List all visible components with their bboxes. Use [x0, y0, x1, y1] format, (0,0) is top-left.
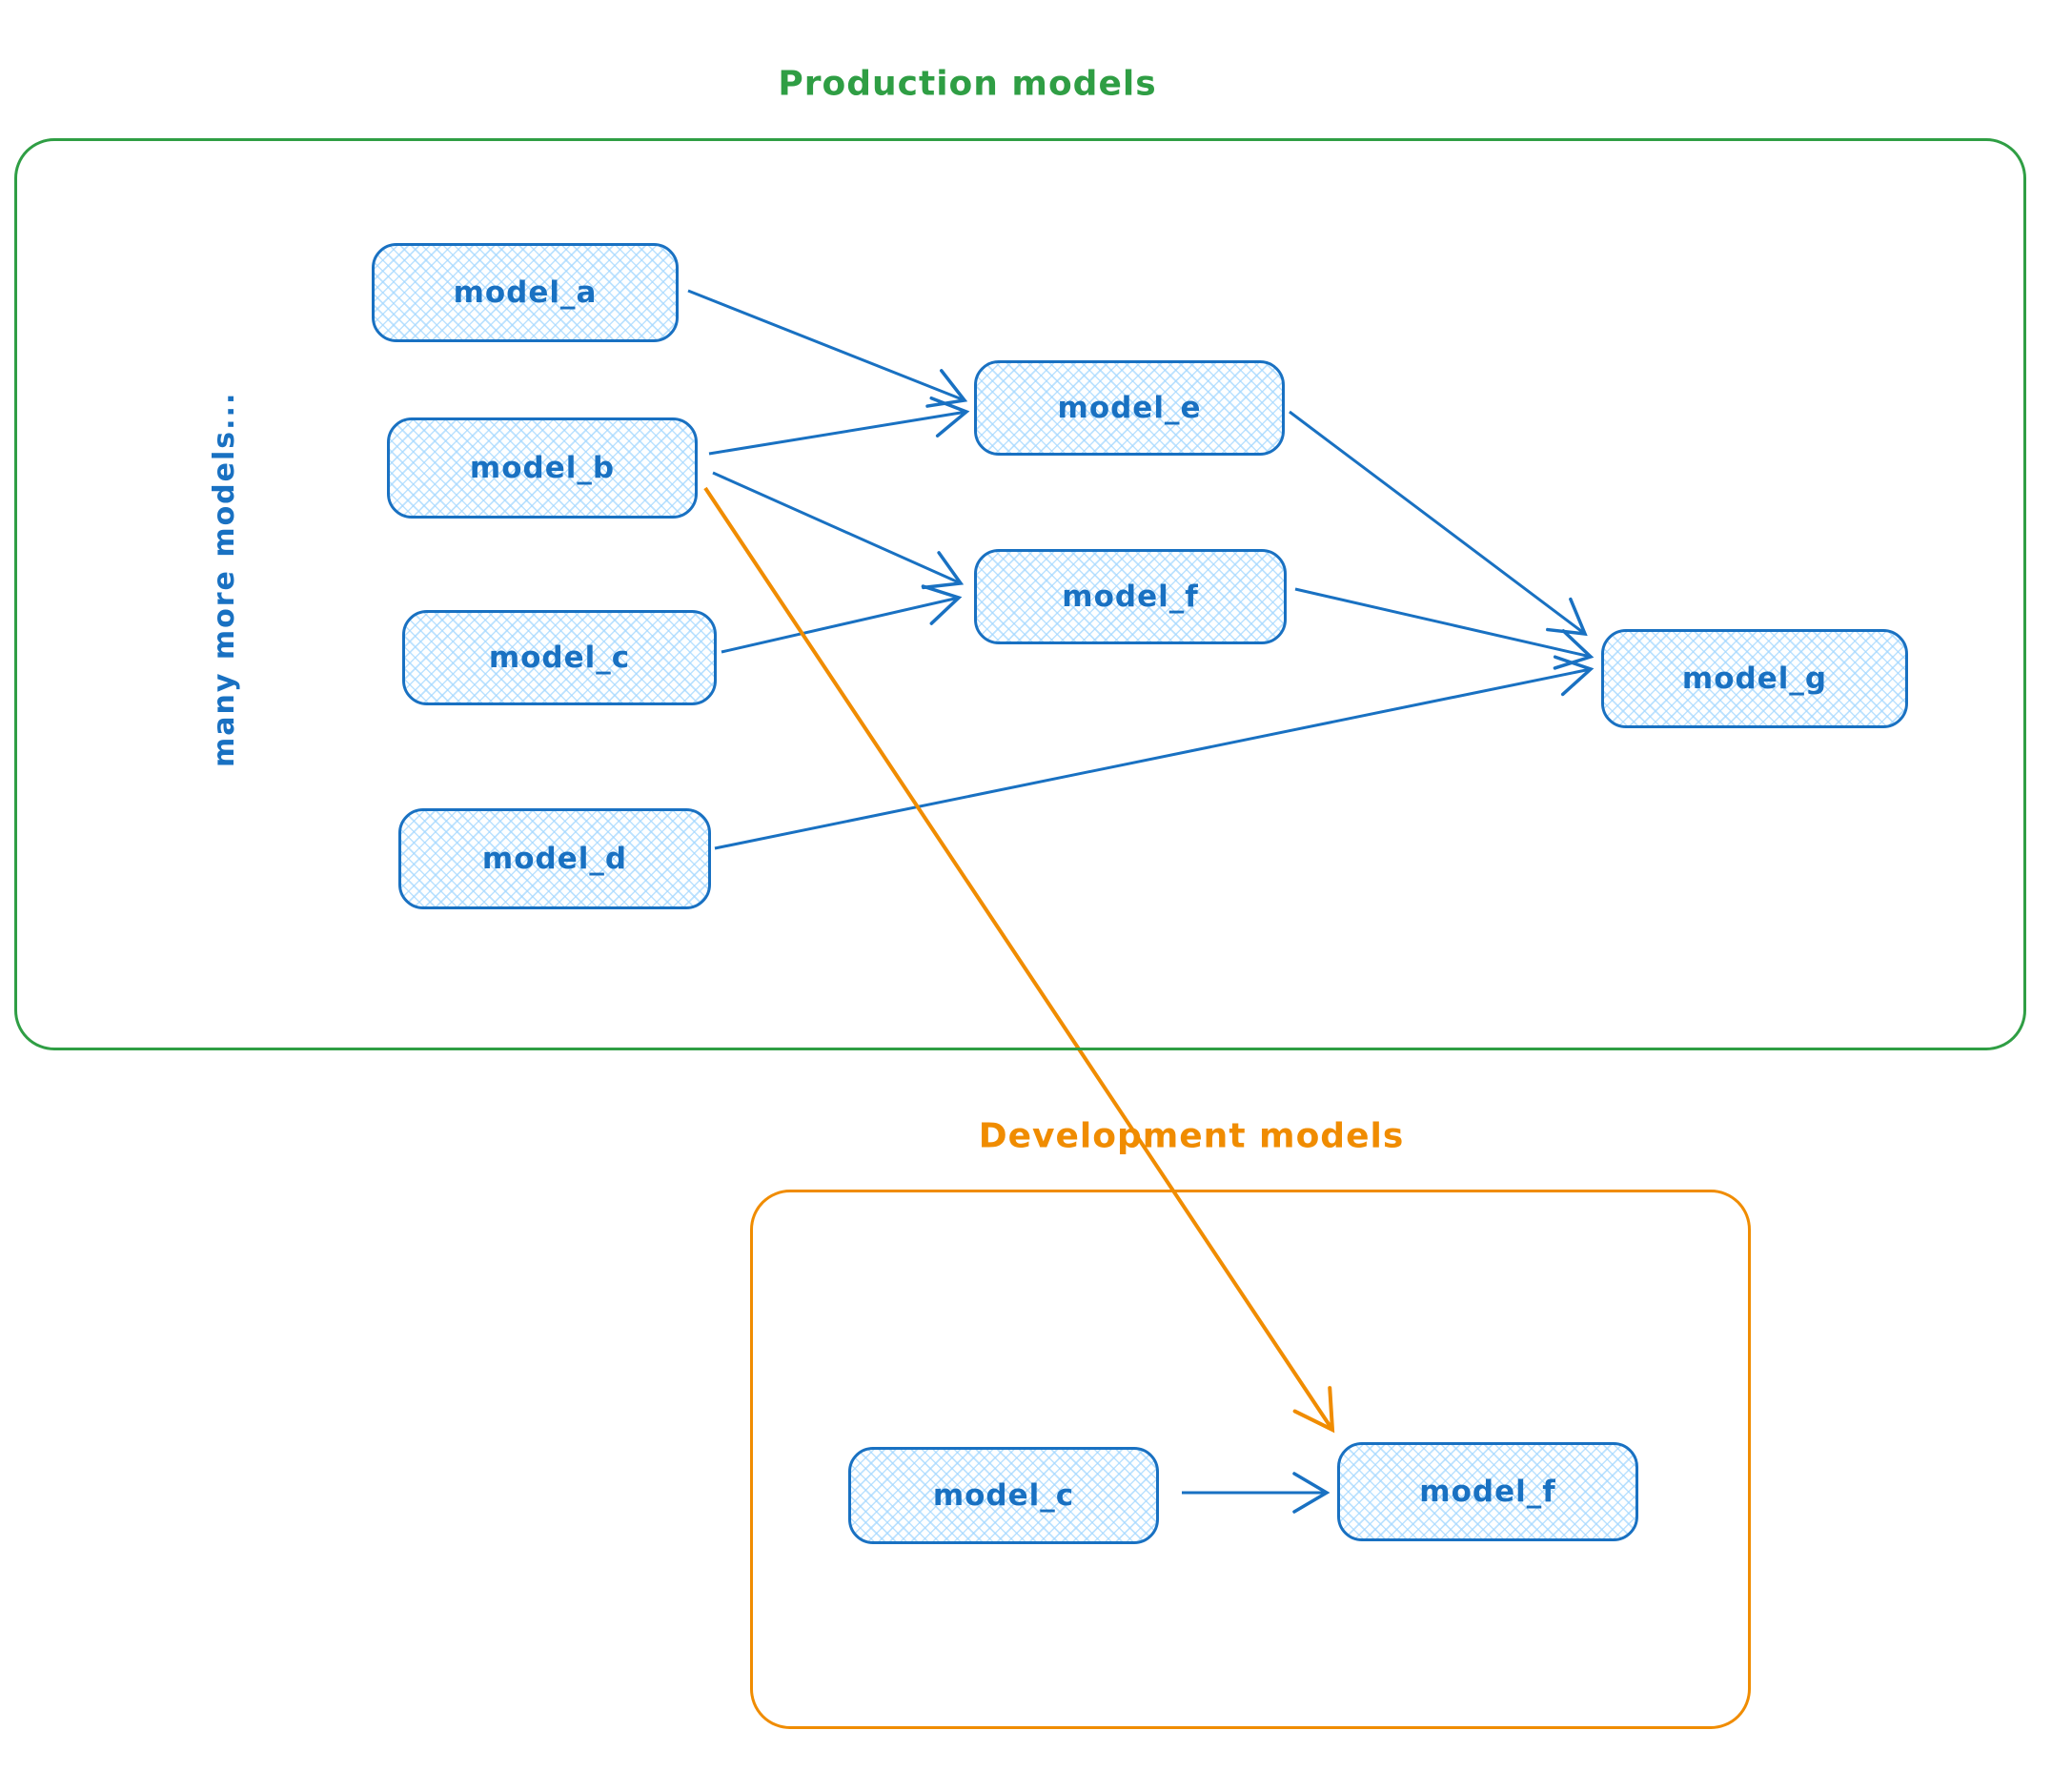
development-group-box: [750, 1190, 1751, 1729]
node-model_e-label: model_e: [1057, 391, 1202, 425]
node-model_f-label: model_f: [1062, 580, 1199, 614]
node-model_d-label: model_d: [481, 842, 628, 876]
production-group-title: Production models: [778, 64, 1157, 104]
node-dev_model_f: model_f: [1337, 1442, 1638, 1541]
node-model_b-label: model_b: [469, 451, 616, 485]
node-dev_model_c: model_c: [848, 1447, 1159, 1544]
node-model_g: model_g: [1601, 629, 1908, 728]
node-dev_model_c-label: model_c: [932, 1478, 1075, 1513]
node-model_g-label: model_g: [1681, 662, 1828, 696]
node-model_a-label: model_a: [453, 275, 598, 310]
node-model_c: model_c: [402, 610, 717, 705]
node-dev_model_f-label: model_f: [1419, 1475, 1556, 1509]
node-model_d: model_d: [398, 808, 711, 909]
production-group-box: [14, 138, 2026, 1050]
development-group-title: Development models: [978, 1116, 1405, 1156]
node-model_a: model_a: [372, 243, 679, 342]
node-model_b: model_b: [387, 417, 698, 519]
node-model_f: model_f: [974, 549, 1287, 644]
node-model_c-label: model_c: [488, 641, 631, 675]
node-model_e: model_e: [974, 360, 1285, 456]
many-more-models-label: many more models...: [208, 391, 241, 767]
